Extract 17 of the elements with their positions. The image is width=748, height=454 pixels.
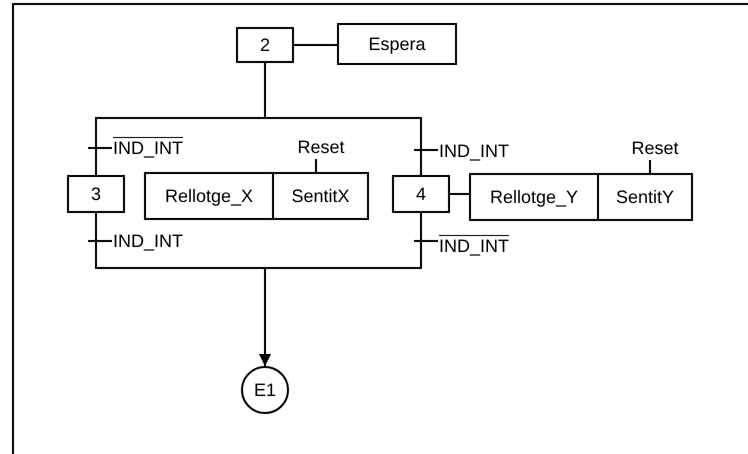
action-box: Rellotge_Y [469,173,599,221]
connector-line [264,63,422,175]
action-box: Rellotge_X [144,172,274,220]
connector-line [315,159,317,172]
connector-line [294,44,337,46]
action-box: Espera [337,23,457,65]
action-qualifier: Reset [618,136,692,160]
connector-line [649,160,651,173]
connector-line [450,193,469,195]
step-box: 3 [67,175,125,213]
action-box: SentitX [272,172,369,220]
connector-circle: E1 [241,366,289,414]
action-box: SentitY [597,173,693,221]
connector-line [259,213,422,366]
step-box: 2 [236,27,294,63]
action-qualifier: Reset [284,135,358,159]
step-box: 4 [392,175,450,213]
